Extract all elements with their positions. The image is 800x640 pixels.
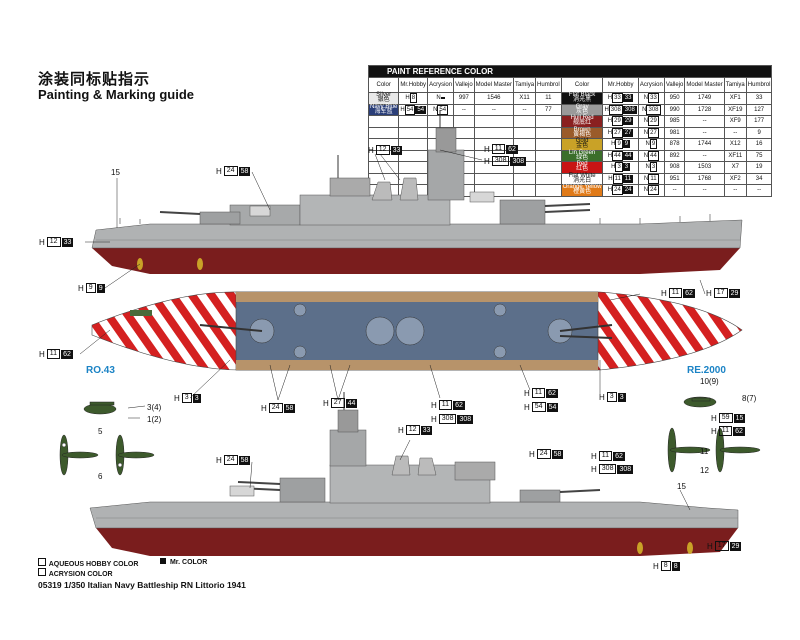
legend-aqueous: AQUEOUS HOBBY COLOR [38,558,138,568]
part-number-1-2: 1(2) [147,415,162,424]
part-number-12: 12 [700,466,709,475]
part-number-10-9: 10(9) [700,377,719,386]
part-number-8-7: 8(7) [742,394,757,403]
aircraft-re2000 [667,396,761,473]
part-number-15-top: 15 [111,168,120,177]
legend-acrysion: ACRYSION COLOR [38,568,113,578]
part-number-3-4: 3(4) [147,403,162,412]
part-number-6: 6 [98,472,103,481]
aircraft-ro43 [59,401,155,476]
side-profile-lower [89,392,739,556]
legend-mr-swatch [160,558,166,564]
paint-reference-table: PAINT REFERENCE COLOR Color Mr.Hobby Acr… [367,65,773,197]
paint-table-header: Color Mr.Hobby Acrysion Vallejo Model Ma… [367,77,773,93]
side-profile-upper [91,110,743,274]
legend-mr-color: Mr. COLOR [160,558,207,566]
aircraft-label-re2000: RE.2000 [687,365,726,376]
part-number-5: 5 [98,427,103,436]
footer-product-title: 05319 1/350 Italian Navy Battleship RN L… [38,580,246,590]
page-title-chinese: 涂装同标贴指示 [38,71,151,88]
part-number-11: 11 [700,447,709,456]
plan-view [91,291,743,371]
aircraft-label-ro43: RO.43 [86,365,115,376]
legend-h-swatch [38,558,46,566]
page-title: Painting & Marking guide [38,87,195,102]
paint-table-title: PAINT REFERENCE COLOR [367,65,773,78]
part-number-15-bottom: 15 [677,482,686,491]
legend-n-swatch [38,568,46,576]
